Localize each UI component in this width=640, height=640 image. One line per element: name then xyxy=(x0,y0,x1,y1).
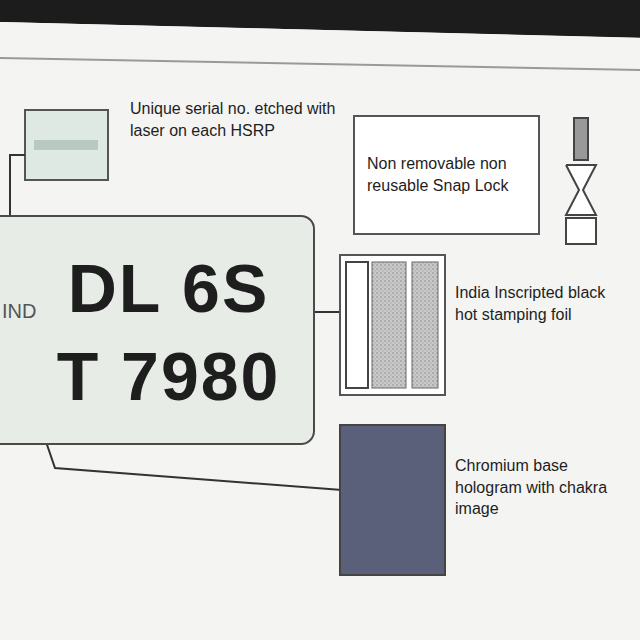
callout-text: India Inscripted black hot stamping foil xyxy=(455,282,630,325)
feature-text: Non removable non reusable Snap Lock xyxy=(367,153,526,196)
sheet-edge xyxy=(0,58,640,70)
snap-lock-box: Non removable non reusable Snap Lock xyxy=(353,115,540,235)
foil-layer xyxy=(412,262,438,388)
country-code: IND xyxy=(2,298,46,325)
serial-mark xyxy=(34,140,98,150)
foil-swatch xyxy=(340,255,445,395)
plate-number: DL 6S xyxy=(42,244,295,332)
serial-box xyxy=(25,110,108,180)
plate-number: T 7980 xyxy=(42,332,295,420)
hologram-swatch xyxy=(340,425,445,575)
foil-layer xyxy=(346,262,368,388)
number-plate: DL 6ST 7980 xyxy=(0,215,315,445)
snap-lock-icon xyxy=(566,118,596,244)
callout-text: Unique serial no. etched with laser on e… xyxy=(130,98,345,141)
foil-layer xyxy=(372,262,406,388)
callout-text: Chromium base hologram with chakra image xyxy=(455,455,630,520)
